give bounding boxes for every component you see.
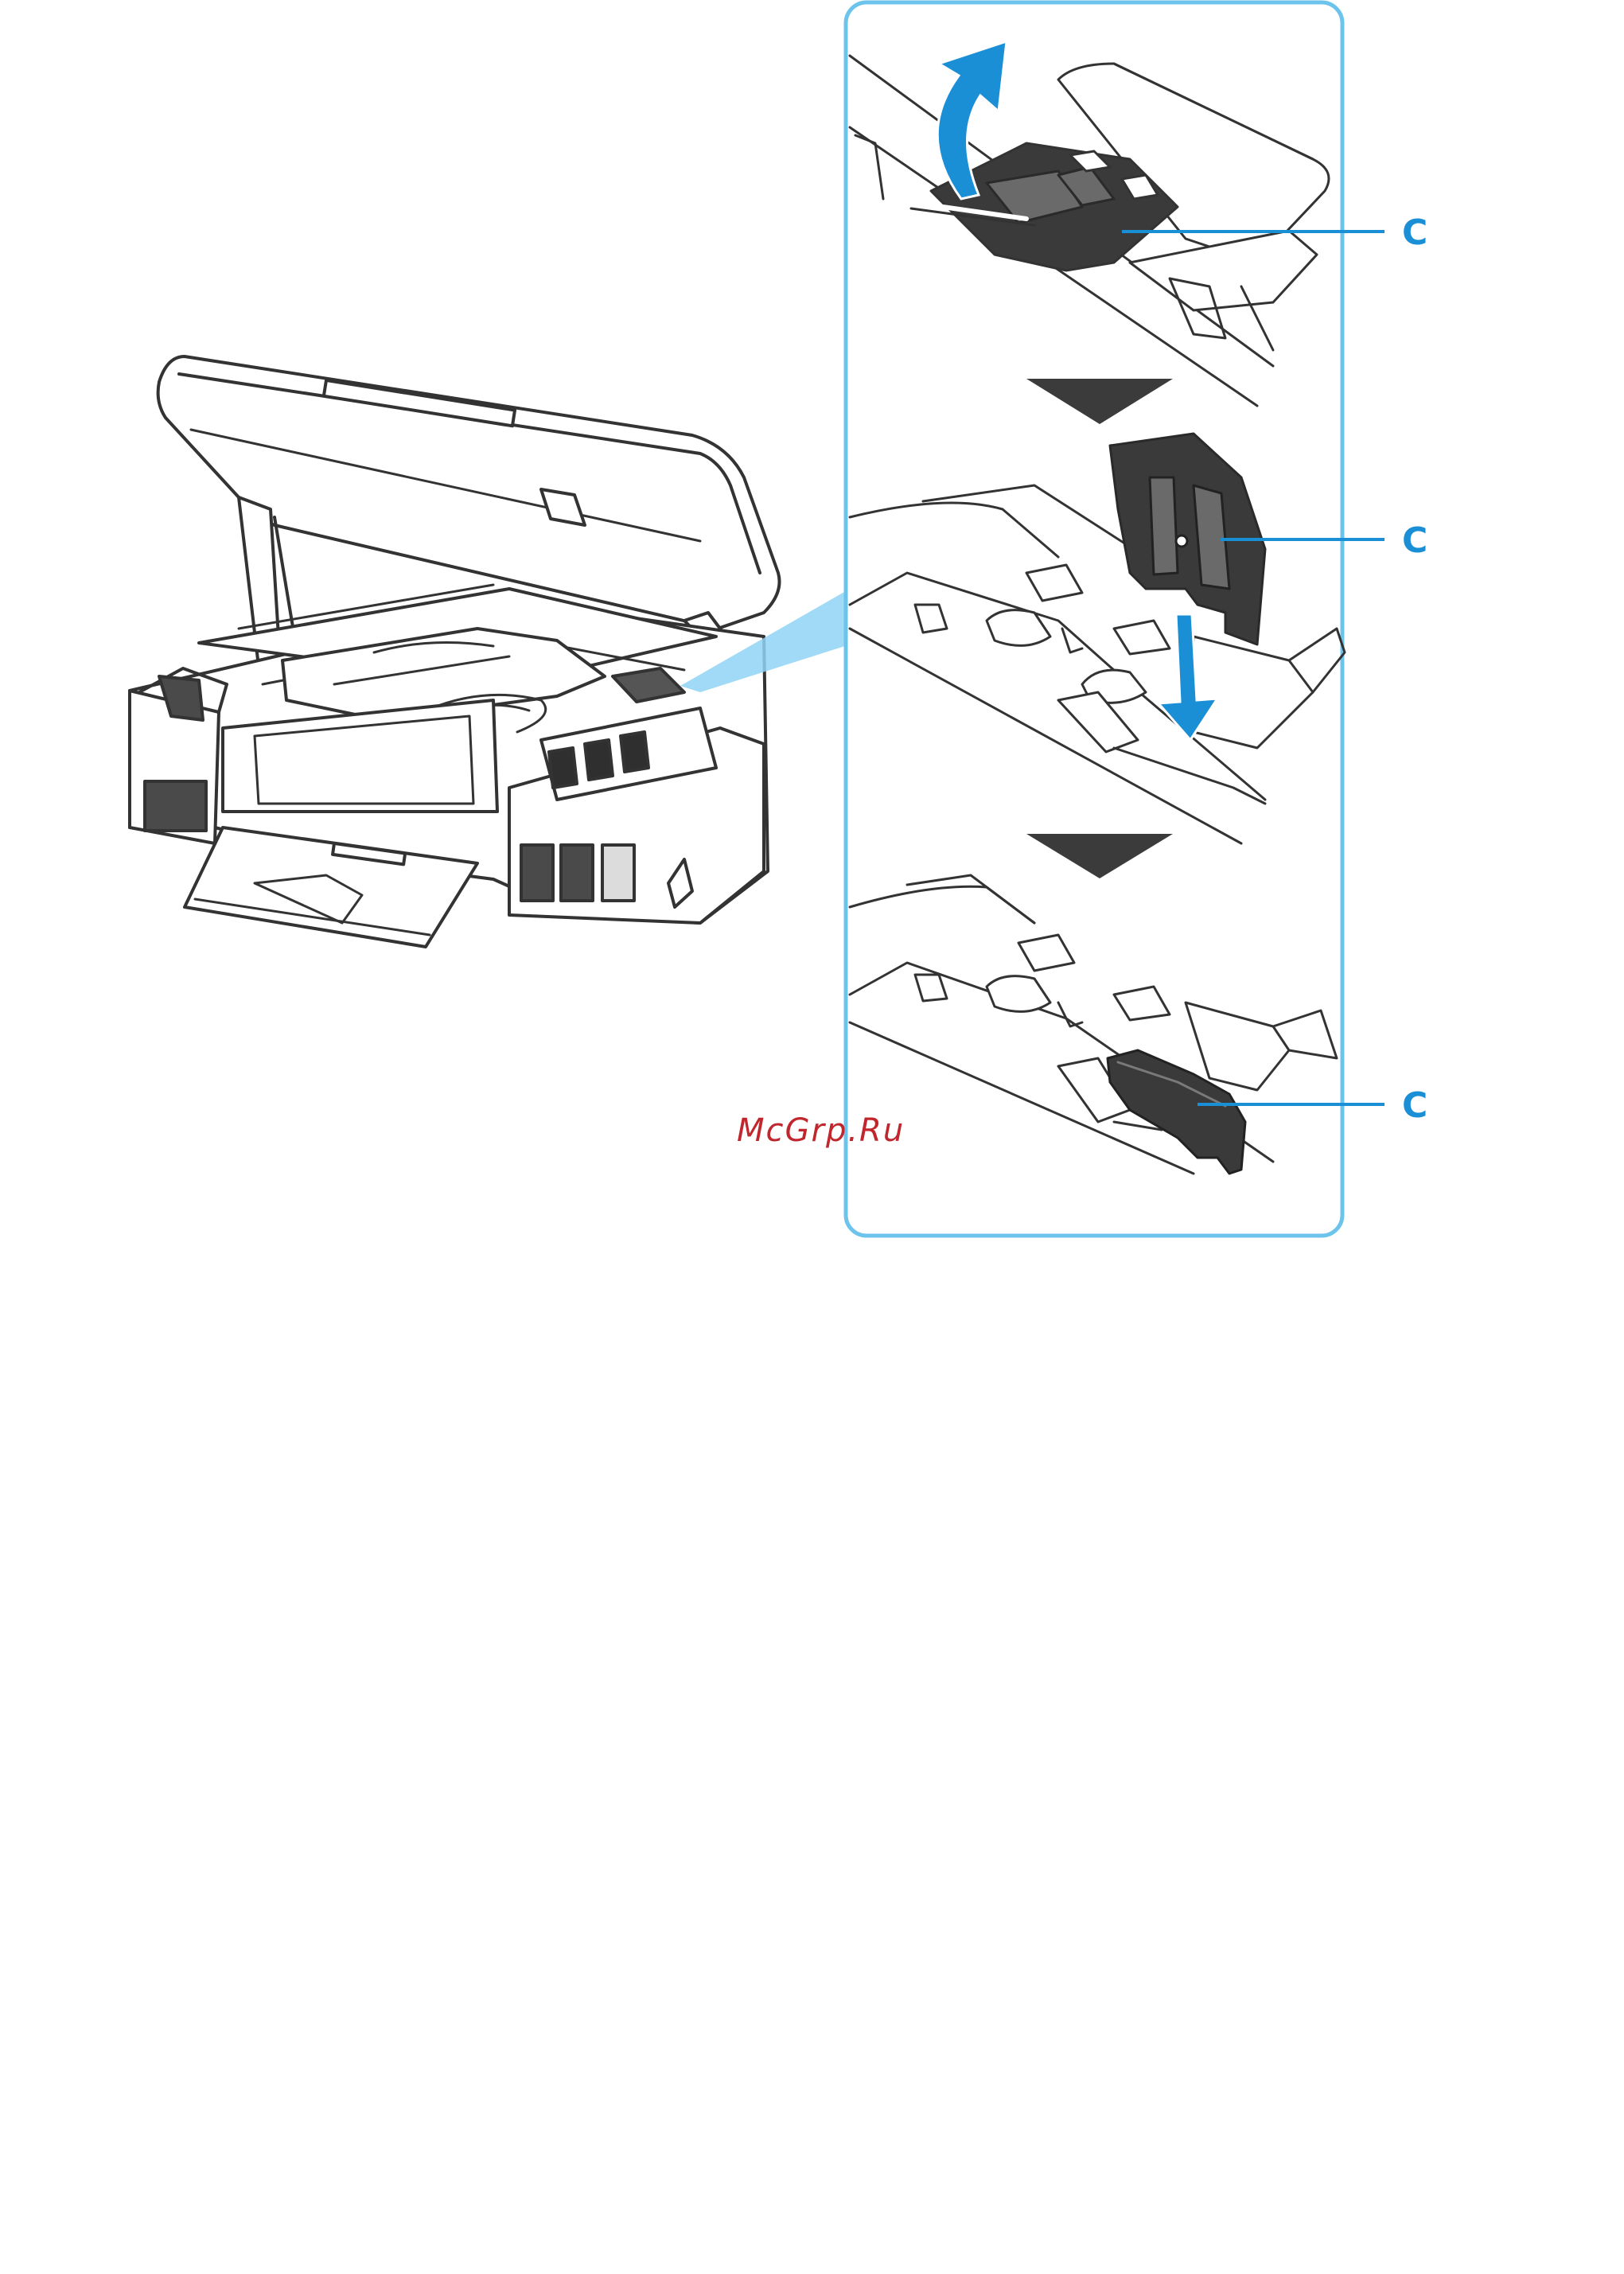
ink-window-3 [602,845,634,901]
left-ink-window [145,781,206,831]
printer-illustration [130,356,780,947]
callout-label-1: C [1402,212,1427,253]
callout-label-3: C [1402,1085,1427,1126]
ink-window-1 [521,845,553,901]
callout-label-2: C [1402,520,1427,561]
watermark-text: McGrp.Ru [737,1112,905,1149]
ink-window-2 [561,845,593,901]
